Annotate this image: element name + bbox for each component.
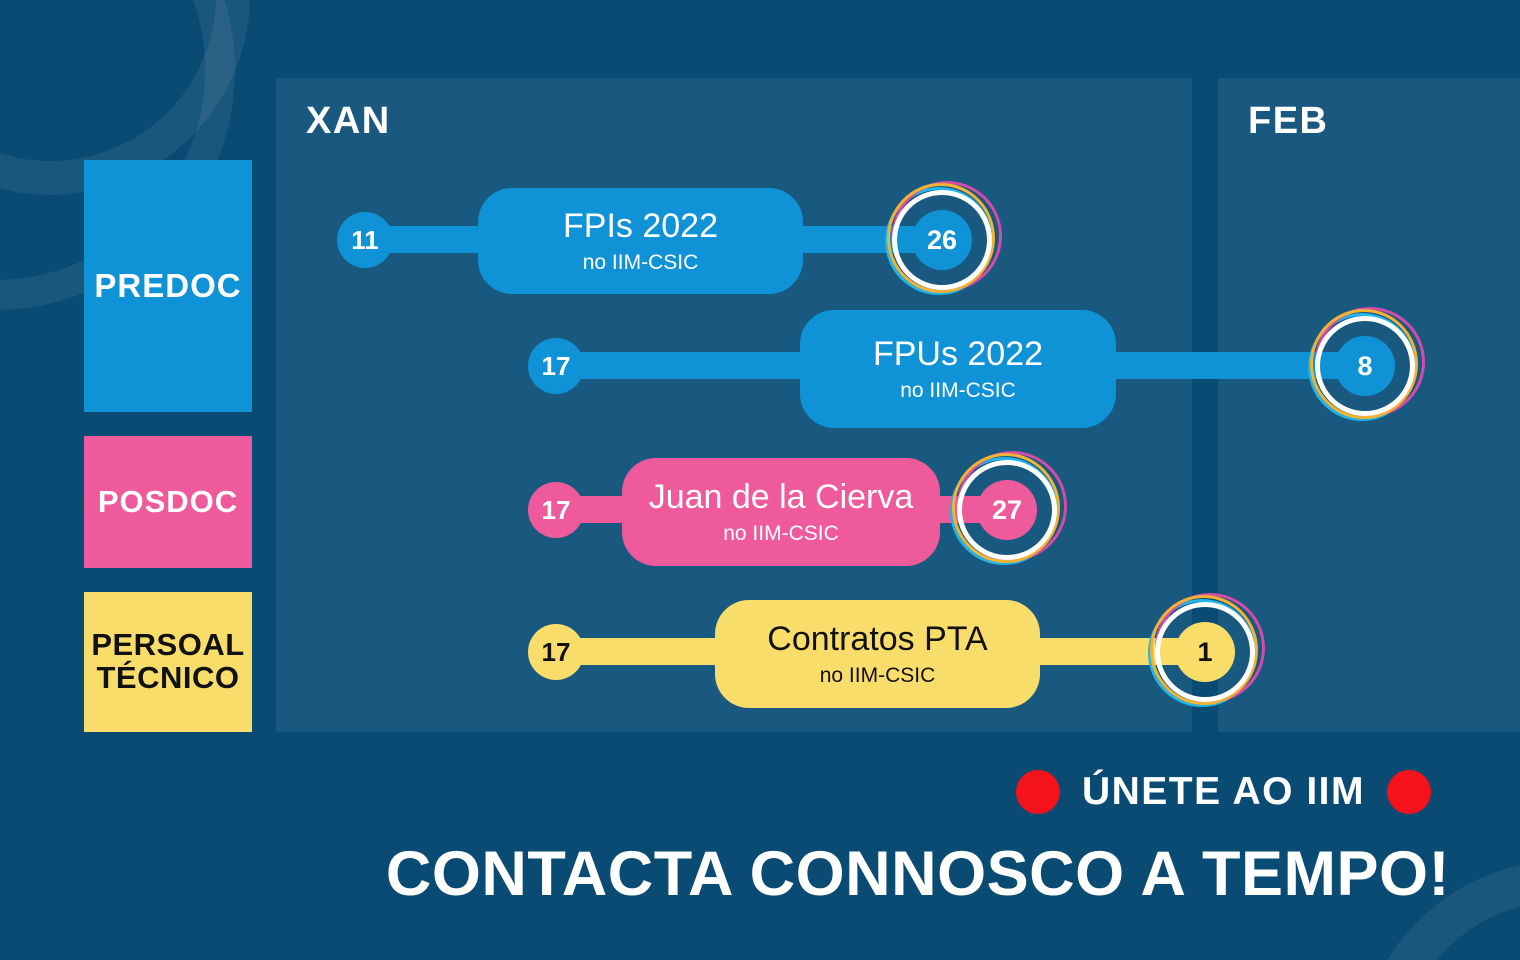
category-block-posdoc: POSDOC xyxy=(84,436,252,568)
start-node-contratos-pta[interactable]: 17 xyxy=(528,624,584,680)
end-day-fpus: 8 xyxy=(1357,350,1373,381)
end-day-juan-de-la-cierva: 27 xyxy=(991,494,1023,525)
red-dot-right-icon xyxy=(1387,770,1431,814)
start-node-fpis[interactable]: 11 xyxy=(337,212,393,268)
timeline-subtitle-juan-de-la-cierva: no IIM-CSIC xyxy=(723,522,839,545)
start-node-fpus[interactable]: 17 xyxy=(528,338,584,394)
end-node-fpus[interactable]: 8 xyxy=(1335,336,1395,396)
timeline-title-juan-de-la-cierva: Juan de la Cierva xyxy=(648,478,914,516)
end-node-juan-de-la-cierva[interactable]: 27 xyxy=(977,480,1037,540)
timeline-title-contratos-pta: Contratos PTA xyxy=(767,620,988,658)
category-label-line-2: TÉCNICO xyxy=(96,660,240,695)
timeline-title-fpus: FPUs 2022 xyxy=(872,335,1044,373)
timeline-pill-fpus[interactable]: FPUs 2022 no IIM-CSIC xyxy=(800,310,1116,428)
cta-tagline: ÚNETE AO IIM xyxy=(1081,770,1365,813)
category-label-persoal-tecnico: PERSOAL TÉCNICO xyxy=(91,629,244,694)
timeline-title-fpis: FPIs 2022 xyxy=(563,207,718,245)
timeline-subtitle-fpus: no IIM-CSIC xyxy=(900,379,1016,402)
timeline-pill-contratos-pta[interactable]: Contratos PTA no IIM-CSIC xyxy=(715,600,1040,708)
category-label-posdoc: POSDOC xyxy=(97,483,239,519)
cta-headline: CONTACTA CONNOSCO A TEMPO! xyxy=(385,839,1450,909)
month-label-feb: FEB xyxy=(1248,100,1329,142)
start-node-juan-de-la-cierva[interactable]: 17 xyxy=(528,482,584,538)
start-day-fpis: 11 xyxy=(351,224,379,255)
category-block-predoc: PREDOC xyxy=(84,160,252,412)
start-day-contratos-pta: 17 xyxy=(541,636,571,667)
category-block-persoal-tecnico: PERSOAL TÉCNICO xyxy=(84,592,252,732)
category-label-predoc: PREDOC xyxy=(94,266,242,304)
timeline-pill-juan-de-la-cierva[interactable]: Juan de la Cierva no IIM-CSIC xyxy=(622,458,940,566)
timeline-pill-fpis[interactable]: FPIs 2022 no IIM-CSIC xyxy=(478,188,803,294)
start-day-juan-de-la-cierva: 17 xyxy=(541,494,571,525)
end-day-fpis: 26 xyxy=(926,224,958,255)
start-day-fpus: 17 xyxy=(541,350,571,381)
category-label-line-1: PERSOAL xyxy=(91,627,245,663)
end-node-contratos-pta[interactable]: 1 xyxy=(1175,622,1235,682)
cta-tagline-row: ÚNETE AO IIM xyxy=(0,770,1431,814)
timeline-subtitle-contratos-pta: no IIM-CSIC xyxy=(819,664,936,687)
month-panel-feb: FEB xyxy=(1218,78,1520,732)
red-dot-left-icon xyxy=(1015,770,1060,814)
end-day-contratos-pta: 1 xyxy=(1197,636,1213,667)
timeline-subtitle-fpis: no IIM-CSIC xyxy=(582,251,699,274)
month-label-xan: XAN xyxy=(306,100,391,142)
end-node-fpis[interactable]: 26 xyxy=(912,210,972,270)
